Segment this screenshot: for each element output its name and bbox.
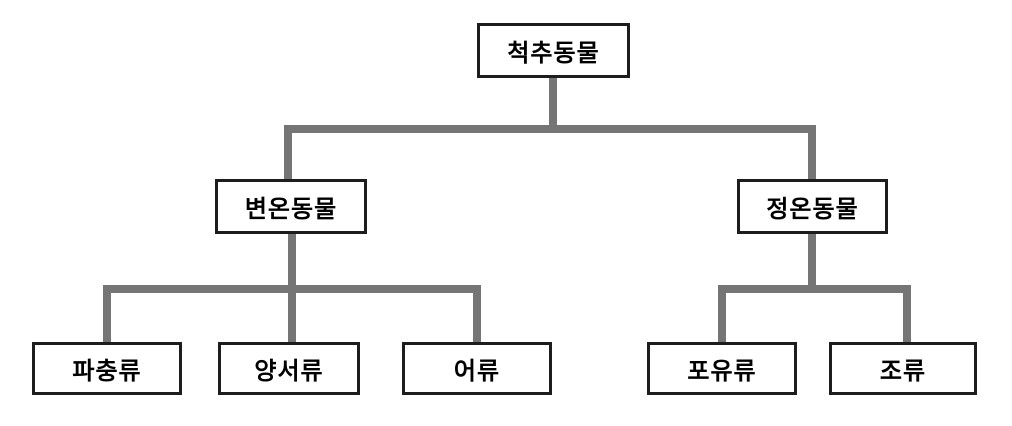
node-mammals: 포유류: [647, 342, 797, 395]
connector-drop-mammals: [718, 285, 726, 343]
node-birds: 조류: [829, 342, 977, 395]
node-reptiles: 파충류: [32, 342, 182, 395]
node-birds-label: 조류: [879, 358, 927, 385]
connector-root-stem: [549, 78, 557, 133]
connector-drop-ectotherm: [284, 125, 292, 179]
node-amphibians-label: 양서류: [254, 358, 324, 385]
connector-right-horizontal: [718, 285, 911, 293]
node-vertebrates: 척추동물: [477, 23, 630, 78]
node-mammals-label: 포유류: [687, 358, 757, 385]
connector-left-horizontal: [103, 285, 481, 293]
node-ectotherm: 변온동물: [215, 179, 367, 234]
node-reptiles-label: 파충류: [72, 358, 142, 385]
connector-level1-horizontal: [284, 125, 816, 133]
node-endotherm: 정온동물: [737, 179, 888, 234]
node-amphibians: 양서류: [218, 342, 360, 395]
connector-drop-reptiles: [103, 285, 111, 343]
node-endotherm-label: 정온동물: [766, 196, 859, 223]
connector-drop-fish: [473, 285, 481, 343]
connector-endotherm-stem: [808, 234, 816, 293]
node-fish: 어류: [402, 342, 552, 395]
connector-drop-birds: [903, 285, 911, 343]
node-ectotherm-label: 변온동물: [244, 196, 338, 223]
connector-drop-endotherm: [808, 125, 816, 179]
node-vertebrates-label: 척추동물: [507, 40, 600, 67]
node-fish-label: 어류: [453, 358, 501, 385]
